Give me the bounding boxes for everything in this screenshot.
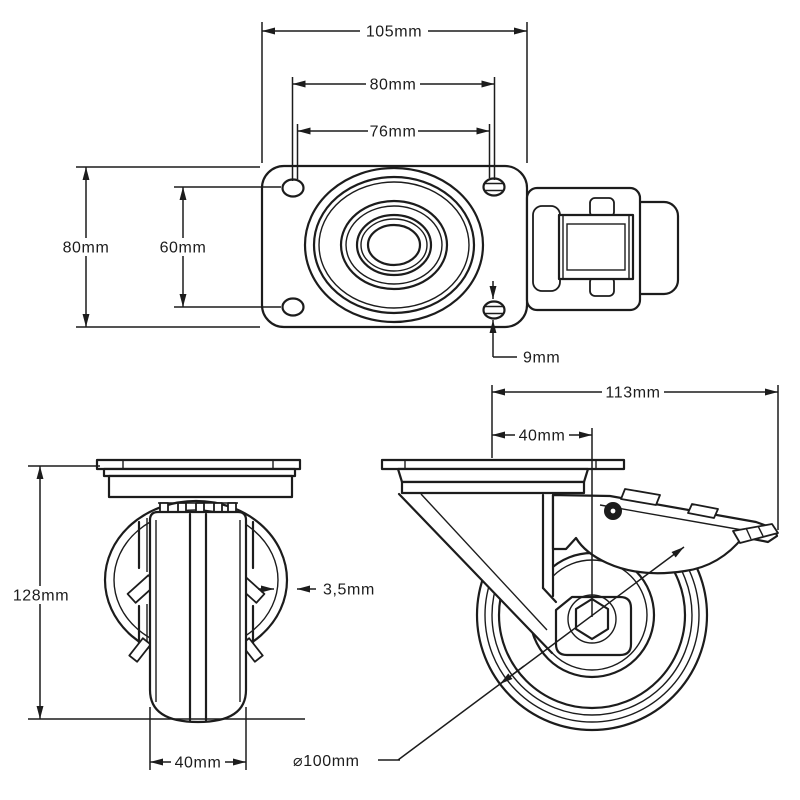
brake-housing-side (551, 488, 779, 575)
dim-plate-width: 80mm (59, 166, 260, 328)
bolt-hole-bottom-right (482, 300, 506, 320)
brake-mechanism-inner (566, 223, 626, 271)
brake-slot (532, 205, 561, 292)
dim-bolt-spacing-width: 60mm (156, 186, 281, 308)
dim-label-bolt-spacing-length: 80mm (370, 77, 417, 94)
dim-label-wheel-diameter: ⌀100mm (293, 753, 360, 770)
bolt-holes (281, 177, 506, 320)
dim-label-overall-length: 113mm (605, 385, 660, 402)
dim-label-swivel-offset: 40mm (519, 428, 566, 445)
front-swivel-housing (107, 474, 294, 499)
dim-label-overall-height: 128mm (13, 588, 69, 605)
dim-label-plate-length: 105mm (366, 24, 422, 41)
dim-swivel-offset: 40mm (492, 426, 593, 617)
front-plate (95, 458, 302, 471)
side-plate (380, 458, 626, 495)
brake-unit-top (525, 186, 680, 312)
top-view: 105mm 80mm 76mm 80mm (59, 22, 680, 367)
front-view: 128mm 40mm 3,5mm (12, 458, 375, 772)
side-race-block (400, 480, 586, 495)
dim-wheel-width: 40mm (149, 707, 247, 772)
dim-bolt-spacing-inner: 76mm (296, 122, 491, 179)
dim-label-bolt-spacing-width: 60mm (160, 240, 207, 257)
axle-hex-nut (574, 597, 610, 641)
dim-bolt-spacing-length: 80mm (291, 75, 496, 181)
fork-tab-left (128, 637, 152, 663)
brake-pedal-side (732, 523, 779, 544)
dim-bolt-hole: 9mm (489, 281, 560, 367)
brake-mechanism-frame (557, 213, 635, 281)
swivel-bearing-rings (303, 166, 485, 324)
side-view: 113mm 40mm ⌀100mm (293, 383, 779, 770)
dim-label-wheel-width: 40mm (175, 755, 222, 772)
dim-wheel-diameter: ⌀100mm (293, 546, 685, 770)
dim-label-brake-shoe-thickness: 3,5mm (323, 582, 375, 599)
side-plate-bezel (396, 467, 590, 484)
dim-overall-length: 113mm (491, 383, 779, 530)
dim-label-bolt-hole: 9mm (523, 350, 560, 367)
dim-label-plate-width: 80mm (63, 240, 110, 257)
brake-rib-1 (620, 488, 661, 506)
dim-plate-length: 105mm (261, 22, 528, 163)
dim-label-bolt-spacing-inner: 76mm (370, 124, 417, 141)
dim-overall-height: 128mm (12, 465, 305, 720)
wheel-tread-front (148, 510, 248, 724)
brake-rib-2 (687, 503, 719, 519)
bolt-hole-bottom-left (281, 297, 305, 317)
axle-block (554, 594, 633, 657)
dim-brake-shoe-thickness: 3,5mm (258, 582, 375, 599)
